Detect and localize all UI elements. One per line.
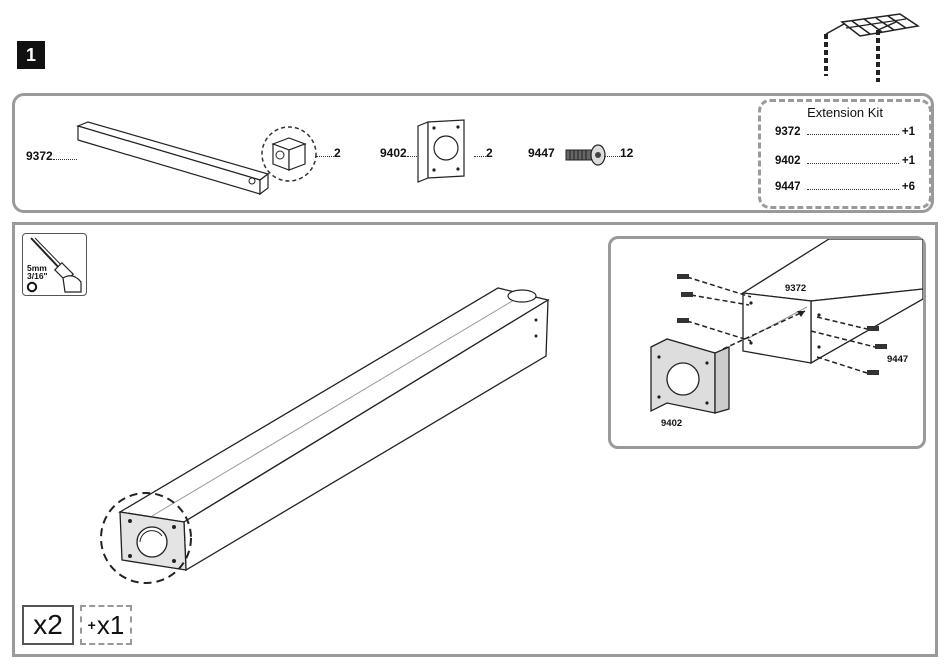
kit-part-id: 9402 — [775, 155, 801, 167]
part-9372-qty: 2 — [316, 146, 341, 160]
extension-plus-sign: + — [88, 617, 96, 633]
kit-part-qty: +1 — [902, 155, 915, 167]
kit-part-qty: +6 — [902, 181, 915, 193]
part-9447-qty: 12 — [604, 146, 633, 160]
tube-assembly-illustration — [90, 280, 560, 590]
tool-size-imperial: 3/16" — [27, 272, 48, 280]
extension-kit-box: Extension Kit 9372 +1 9402 +1 9447 +6 — [758, 99, 932, 209]
extension-kit-row: 9402 +1 — [775, 153, 915, 167]
extension-quantity: x1 — [97, 610, 124, 641]
extension-kit-row: 9447 +6 — [775, 179, 915, 193]
hex-socket-icon — [26, 281, 38, 293]
part-9372-label: 9372 — [26, 149, 77, 163]
part-9402-qty: 2 — [474, 146, 493, 160]
extension-kit-title: Extension Kit — [761, 105, 929, 120]
bolt-attachment-detail-illustration: 9372 9447 9402 — [611, 239, 923, 446]
kit-part-id: 9372 — [775, 126, 801, 138]
kit-part-qty: +1 — [902, 126, 915, 138]
tool-required-box: 5mm 3/16" — [22, 233, 87, 296]
part-9402-label: 9402 — [380, 146, 417, 160]
detail-label-bolt: 9447 — [887, 354, 908, 365]
step-number-badge: 1 — [17, 41, 45, 69]
bracket-9402-part-image — [414, 118, 470, 188]
extension-kit-row: 9372 +1 — [775, 124, 915, 138]
part-9447-label: 9447 — [528, 146, 555, 160]
quantity-multiplier: x2 — [33, 609, 63, 641]
pergola-overview-icon — [822, 10, 922, 90]
detail-label-tube: 9372 — [785, 283, 806, 294]
quantity-multiplier-box: x2 — [22, 605, 74, 645]
extension-quantity-box: + x1 — [80, 605, 132, 645]
tube-end-detail-icon — [259, 124, 319, 184]
detail-label-bracket: 9402 — [661, 418, 682, 429]
tube-9372-part-image — [76, 118, 272, 200]
kit-part-id: 9447 — [775, 181, 801, 193]
